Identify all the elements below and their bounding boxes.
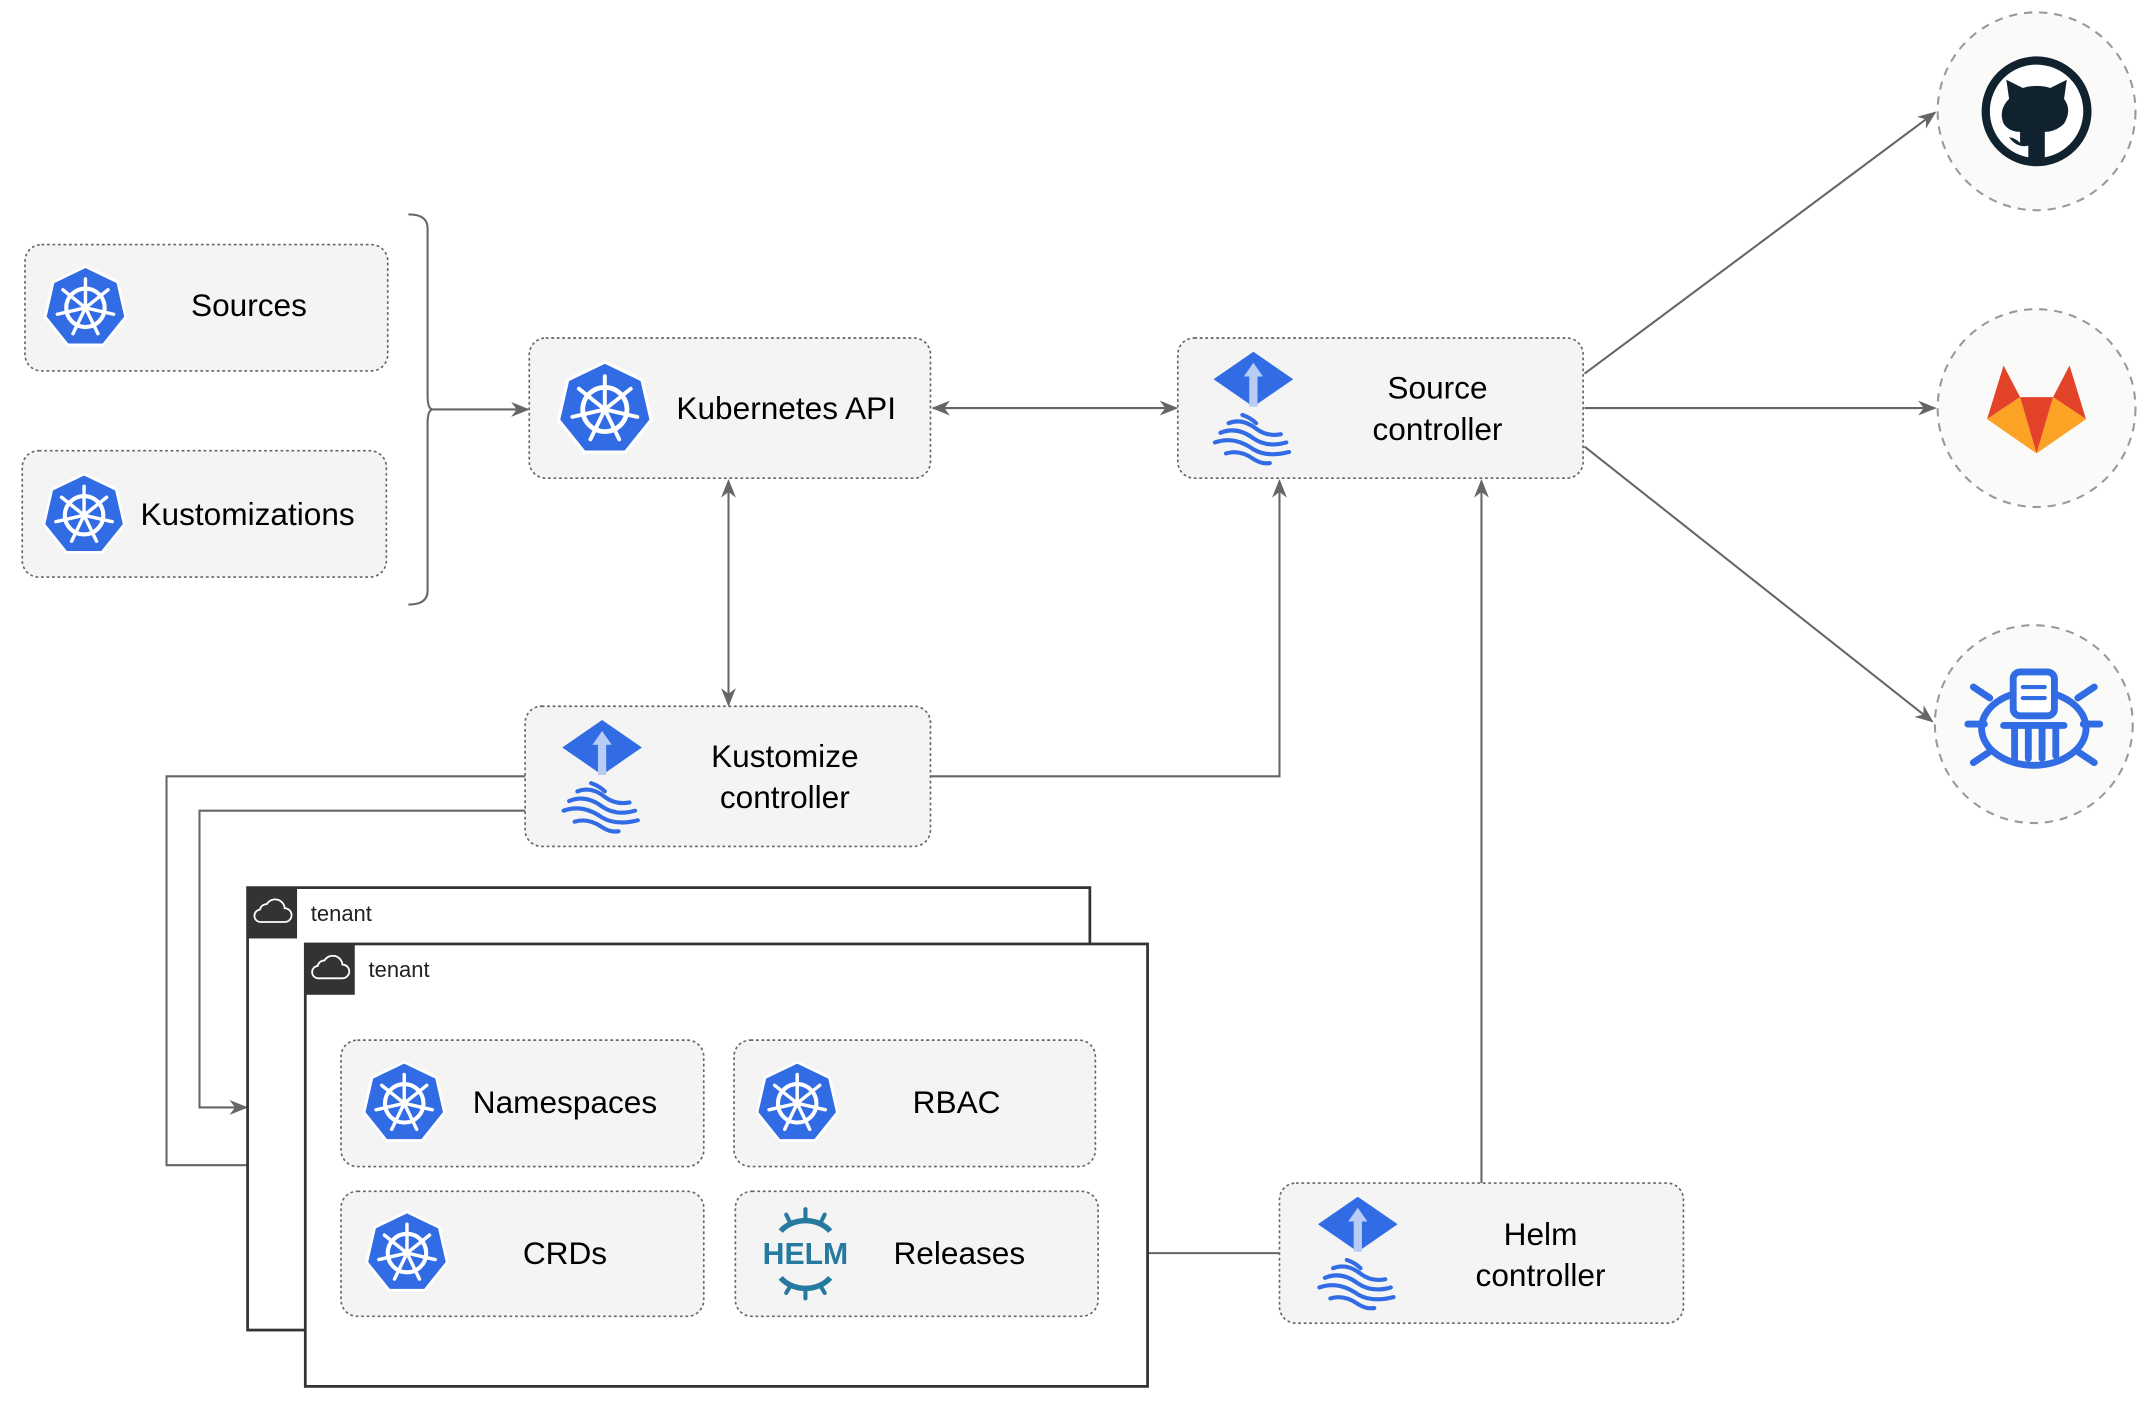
node-rbac[interactable]: RBAC — [733, 1039, 1097, 1168]
node-github[interactable] — [1936, 11, 2137, 212]
tenant-front[interactable]: tenant Namespaces RBAC CRDs HELM — [303, 942, 1149, 1388]
node-label: controller — [1373, 411, 1503, 447]
node-label: CRDs — [523, 1235, 607, 1271]
node-label: Sources — [191, 287, 307, 323]
edge-source-to-github — [1583, 111, 1937, 375]
node-label: Namespaces — [473, 1084, 657, 1120]
node-label: Kustomize — [711, 738, 858, 774]
node-namespaces[interactable]: Namespaces — [340, 1039, 705, 1168]
edge-kustomize-to-source — [930, 479, 1287, 778]
node-label: Kubernetes API — [676, 390, 896, 426]
tenant-label: tenant — [369, 957, 430, 982]
node-label: Helm — [1504, 1216, 1578, 1252]
node-label: controller — [720, 779, 850, 815]
node-gitlab[interactable] — [1936, 308, 2137, 509]
helm-icon: HELM — [763, 1207, 849, 1301]
bracket — [408, 213, 434, 606]
tenant-label: tenant — [311, 901, 372, 926]
node-source-controller[interactable]: Source controller — [1176, 337, 1584, 479]
node-label: RBAC — [913, 1084, 1001, 1120]
node-crds[interactable]: CRDs — [340, 1190, 705, 1318]
node-label: controller — [1476, 1257, 1606, 1293]
node-label: Kustomizations — [140, 496, 354, 532]
node-sources[interactable]: Sources — [24, 243, 389, 372]
node-kustomize-controller[interactable]: Kustomize controller — [524, 705, 932, 848]
node-kubernetes-api[interactable]: Kubernetes API — [528, 337, 932, 479]
node-helm-controller[interactable]: Helm controller — [1278, 1182, 1685, 1325]
oci-registry-icon — [1964, 668, 2104, 769]
gitlab-icon — [1987, 365, 2087, 454]
github-icon — [1981, 56, 2092, 167]
edge-kustomize-to-tenant-front — [165, 775, 526, 1173]
edge-kustomize-to-tenant-back — [198, 809, 526, 1115]
node-oci-registry[interactable] — [1933, 624, 2134, 825]
edges — [165, 111, 1937, 1261]
svg-text:HELM: HELM — [763, 1238, 849, 1271]
edge-source-to-registry — [1583, 445, 1934, 723]
node-label: Source — [1387, 370, 1487, 406]
node-kustomizations[interactable]: Kustomizations — [21, 449, 388, 578]
node-releases[interactable]: HELM Releases — [734, 1190, 1099, 1318]
node-label: Releases — [893, 1235, 1025, 1271]
